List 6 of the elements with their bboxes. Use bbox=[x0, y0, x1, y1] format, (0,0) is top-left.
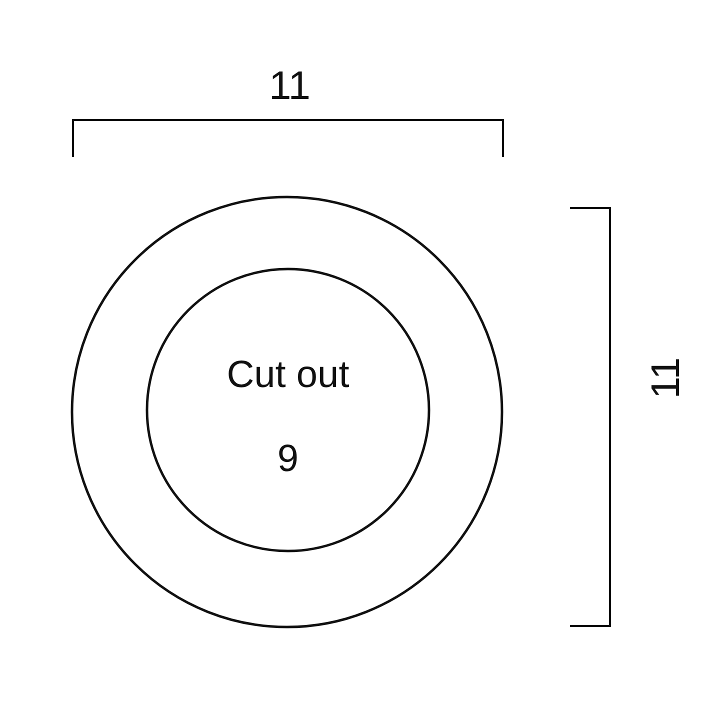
diameter-value: 9 bbox=[276, 437, 300, 481]
dimension-label: 11 bbox=[269, 64, 311, 108]
cutout-label: Cut out bbox=[226, 353, 350, 397]
outer-circle bbox=[72, 197, 502, 627]
dimension-label: 11 bbox=[644, 357, 688, 399]
cutout-circle bbox=[147, 269, 429, 551]
